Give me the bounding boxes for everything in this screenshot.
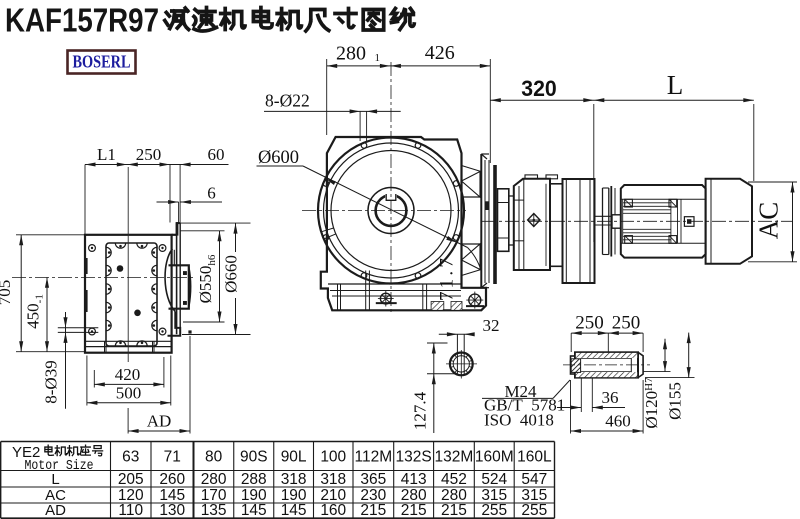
svg-text:365: 365	[360, 471, 386, 488]
svg-text:280: 280	[441, 487, 467, 504]
svg-text:ISO 4018: ISO 4018	[484, 411, 554, 430]
svg-text:215: 215	[401, 502, 427, 519]
svg-text:132M: 132M	[435, 448, 474, 465]
svg-text:420: 420	[115, 365, 141, 384]
svg-text:160L: 160L	[517, 448, 552, 465]
svg-text:120: 120	[118, 487, 144, 504]
svg-text:AC: AC	[754, 202, 784, 240]
svg-text:255: 255	[481, 502, 507, 519]
svg-text:190: 190	[281, 487, 307, 504]
svg-text:460: 460	[605, 412, 631, 431]
svg-text:8-Ø39: 8-Ø39	[42, 360, 61, 403]
svg-text:170: 170	[201, 487, 227, 504]
svg-text:YE2: YE2	[12, 444, 40, 461]
svg-text:BOSERL: BOSERL	[73, 52, 131, 72]
svg-text:Ø550h6: Ø550h6	[196, 254, 218, 303]
svg-text:100: 100	[320, 448, 346, 465]
svg-text:36: 36	[602, 388, 619, 407]
svg-text:132S: 132S	[396, 448, 432, 465]
svg-text:215: 215	[360, 502, 386, 519]
svg-text:250: 250	[612, 313, 641, 334]
svg-text:71: 71	[164, 448, 181, 465]
svg-text:L: L	[51, 471, 59, 488]
svg-text:M24: M24	[504, 382, 537, 401]
svg-text:L1: L1	[97, 145, 116, 164]
svg-text:80: 80	[205, 448, 223, 465]
svg-text:250: 250	[575, 313, 604, 334]
svg-text:6: 6	[207, 184, 216, 203]
svg-text:60: 60	[208, 145, 225, 164]
svg-text:AD: AD	[45, 502, 66, 519]
svg-text:L: L	[667, 70, 684, 100]
svg-text:71.7: 71.7	[437, 255, 458, 301]
svg-text:315: 315	[521, 487, 547, 504]
svg-text:260: 260	[159, 471, 185, 488]
svg-text:280: 280	[336, 43, 366, 65]
svg-text:705: 705	[0, 280, 14, 306]
svg-text:426: 426	[425, 42, 455, 64]
svg-text:190: 190	[241, 487, 267, 504]
svg-text:280: 280	[201, 471, 227, 488]
svg-text:210: 210	[320, 487, 346, 504]
svg-text:230: 230	[360, 487, 386, 504]
svg-text:160: 160	[320, 502, 346, 519]
svg-text:250: 250	[136, 145, 162, 164]
svg-text:8-Ø22: 8-Ø22	[265, 91, 310, 111]
svg-text:205: 205	[118, 471, 144, 488]
svg-text:Ø660: Ø660	[222, 255, 241, 293]
svg-text:1: 1	[375, 52, 381, 64]
svg-text:127.4: 127.4	[411, 391, 430, 430]
svg-text:135: 135	[201, 502, 227, 519]
svg-text:315: 315	[481, 487, 507, 504]
svg-text:524: 524	[481, 471, 507, 488]
svg-text:215: 215	[441, 502, 467, 519]
svg-text:280: 280	[401, 487, 427, 504]
svg-text:318: 318	[281, 471, 307, 488]
svg-text:288: 288	[241, 471, 267, 488]
svg-text:320: 320	[521, 76, 557, 101]
svg-text:Ø155: Ø155	[666, 382, 685, 420]
svg-text:160M: 160M	[475, 448, 514, 465]
svg-text:32: 32	[483, 316, 500, 335]
svg-text:112M: 112M	[355, 448, 393, 465]
svg-text:110: 110	[118, 502, 143, 519]
svg-text:AD: AD	[147, 412, 172, 431]
svg-text:90S: 90S	[240, 448, 268, 465]
svg-text:452: 452	[441, 471, 467, 488]
svg-text:Ø600: Ø600	[258, 148, 299, 168]
svg-text:90L: 90L	[281, 448, 307, 465]
svg-text:KAF157R97: KAF157R97	[5, 3, 159, 40]
svg-text:63: 63	[122, 448, 139, 465]
svg-text:318: 318	[320, 471, 346, 488]
svg-text:AC: AC	[45, 487, 66, 504]
svg-text:130: 130	[159, 502, 185, 519]
svg-text:413: 413	[401, 471, 427, 488]
svg-text:GB/T 5781: GB/T 5781	[484, 396, 565, 415]
svg-text:255: 255	[521, 502, 547, 519]
svg-text:145: 145	[241, 502, 267, 519]
svg-text:145: 145	[281, 502, 307, 519]
svg-text:Motor Size: Motor Size	[25, 458, 94, 474]
svg-text:547: 547	[521, 471, 547, 488]
svg-text:500: 500	[116, 384, 142, 403]
svg-text:145: 145	[159, 487, 185, 504]
